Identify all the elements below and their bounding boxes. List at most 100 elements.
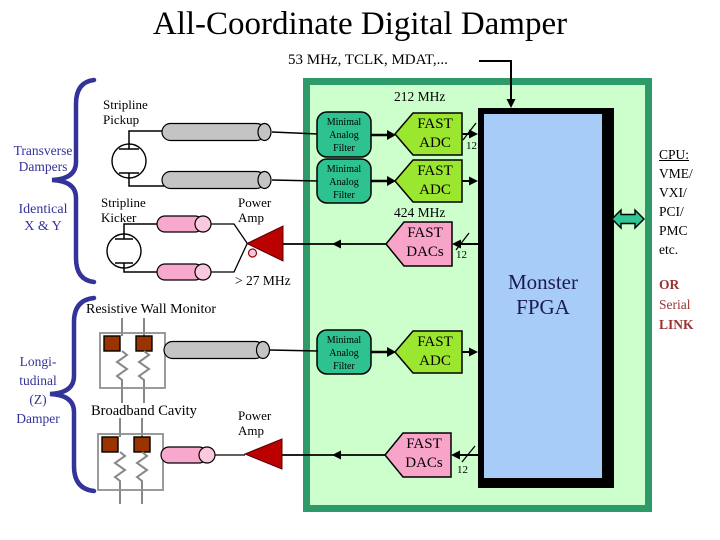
- filter3-line3: Filter: [333, 361, 355, 372]
- cpu-vxi: VXI/: [659, 185, 687, 200]
- longitudinal-line2: tudinal: [19, 373, 57, 388]
- fast-adc-1-label: FAST ADC: [407, 115, 463, 153]
- cpu-heading: CPU:: [659, 147, 690, 162]
- fast-dac-2-label: FAST DACs: [397, 435, 451, 473]
- cavity-beam-lines: [119, 418, 143, 504]
- fpga-label: Monster FPGA: [484, 270, 602, 320]
- fast-adc-2-label: FAST ADC: [407, 162, 463, 200]
- transverse-line2: Dampers: [18, 159, 68, 174]
- arrowhead-icon: [387, 347, 396, 357]
- serial-or: OR: [659, 277, 680, 292]
- filter-1-label: Minimal Analog Filter: [317, 116, 371, 155]
- clock-wire: [479, 60, 512, 101]
- fpga-chip: [484, 114, 602, 478]
- stripline-pickup-label: Stripline Pickup: [103, 97, 148, 127]
- longitudinal-line3: (Z): [29, 392, 47, 407]
- rwm-beam-lines: [121, 318, 145, 403]
- amp1-line2: Amp: [238, 210, 264, 225]
- rwm-resistor-right-icon: [137, 350, 151, 384]
- filter1-line1: Minimal: [326, 117, 362, 128]
- amp2-line1: Power: [238, 408, 272, 423]
- longitudinal-brace-icon: [49, 295, 97, 494]
- cpu-interface-label: CPU: VME/ VXI/ PCI/ PMC etc.: [659, 145, 693, 259]
- filter2-line3: Filter: [333, 190, 355, 201]
- filter1-line2: Analog: [329, 130, 359, 141]
- pickup-line2: Pickup: [103, 112, 140, 127]
- clock-arrowhead-icon: [506, 99, 516, 108]
- arrowhead-icon: [469, 176, 478, 186]
- transverse-dampers-label: Transverse Dampers: [5, 143, 81, 175]
- dac1-line2: DACs: [406, 244, 444, 260]
- rwm-ferrite-left: [103, 335, 121, 352]
- rwm-body: [99, 332, 166, 389]
- kicker-stripline-top-cap: [194, 215, 212, 233]
- arrowhead-icon: [469, 347, 478, 357]
- inverter-bubble-icon: [247, 248, 258, 258]
- clock-signals-label: 53 MHz, TCLK, MDAT,...: [288, 52, 448, 68]
- bus-width-dac2: 12: [457, 464, 468, 476]
- page-title: All-Coordinate Digital Damper: [152, 6, 568, 42]
- resistive-wall-monitor-label: Resistive Wall Monitor: [86, 302, 217, 317]
- pickup-stripline-bottom-cap: [257, 170, 272, 190]
- kicker-electrode-wires: [115, 223, 157, 273]
- arrowhead-icon: [469, 129, 478, 139]
- transverse-line1: Transverse: [13, 143, 73, 158]
- adc1-line2: ADC: [419, 135, 451, 151]
- filter2-line2: Analog: [329, 177, 359, 188]
- pickup-stripline-top: [161, 122, 266, 142]
- dac2-line1: FAST: [406, 436, 442, 452]
- serial-link-label: OR Serial LINK: [659, 275, 694, 335]
- kicker-bandwidth-label: > 27 MHz: [235, 273, 291, 288]
- power-amp-1-icon: [245, 225, 284, 262]
- fast-adc-3-label: FAST ADC: [407, 333, 463, 371]
- stripline-kicker-label: Stripline Kicker: [101, 195, 146, 225]
- power-amp-2-icon: [243, 438, 283, 470]
- cpu-pmc: PMC: [659, 223, 688, 238]
- serial-link: LINK: [659, 317, 694, 332]
- cavity-ferrite-right: [133, 436, 151, 453]
- dac2-line2: DACs: [405, 455, 443, 471]
- pickup-electrode-wires: [119, 130, 164, 187]
- cavity-drive-cable-cap: [198, 446, 216, 464]
- cavity-resistor-left-icon: [113, 451, 127, 485]
- filter-to-adc-wires: [371, 133, 387, 354]
- filter1-line3: Filter: [333, 143, 355, 154]
- bus-width-adc1: 12: [466, 140, 477, 152]
- cpu-vme: VME/: [659, 166, 693, 181]
- cavity-body: [97, 433, 164, 491]
- bus-slash-icons: [455, 232, 476, 463]
- bus-slash-icon: [462, 122, 477, 141]
- fpga-cpu-doublearrow-icon: [611, 208, 645, 230]
- fpga-line1: Monster: [508, 270, 578, 294]
- filter-3-label: Minimal Analog Filter: [317, 334, 371, 373]
- kicker-line1: Stripline: [101, 195, 146, 210]
- pickup-stripline-top-cap: [257, 122, 272, 142]
- rwm-ferrite-right: [135, 335, 153, 352]
- power-amp-2-label: Power Amp: [238, 408, 271, 438]
- serial-serial: Serial: [659, 297, 691, 312]
- pickup-to-filter-wires: [271, 131, 319, 182]
- cavity-resistor-right-icon: [135, 451, 149, 485]
- arrowhead-icon: [387, 130, 396, 140]
- filter3-line1: Minimal: [326, 335, 362, 346]
- amp1-line1: Power: [238, 195, 272, 210]
- filter3-line2: Analog: [329, 348, 359, 359]
- arrowhead-icon: [451, 450, 460, 460]
- cpu-pci: PCI/: [659, 204, 684, 219]
- transverse-brace-icon: [51, 77, 97, 285]
- kicker-stripline-bottom-cap: [194, 263, 212, 281]
- kicker-line2: Kicker: [101, 210, 137, 225]
- adc3-line1: FAST: [417, 334, 453, 350]
- adc2-line1: FAST: [417, 163, 453, 179]
- arrowhead-icon: [387, 176, 396, 186]
- dac1-line1: FAST: [407, 225, 443, 241]
- arrowhead-icon: [332, 450, 341, 460]
- adc-clock-label: 212 MHz: [394, 89, 446, 104]
- filter2-line1: Minimal: [326, 164, 362, 175]
- longitudinal-line4: Damper: [16, 411, 60, 426]
- rwm-resistor-left-icon: [115, 350, 129, 384]
- pickup-line1: Stripline: [103, 97, 148, 112]
- pickup-stripline-bottom: [161, 170, 266, 190]
